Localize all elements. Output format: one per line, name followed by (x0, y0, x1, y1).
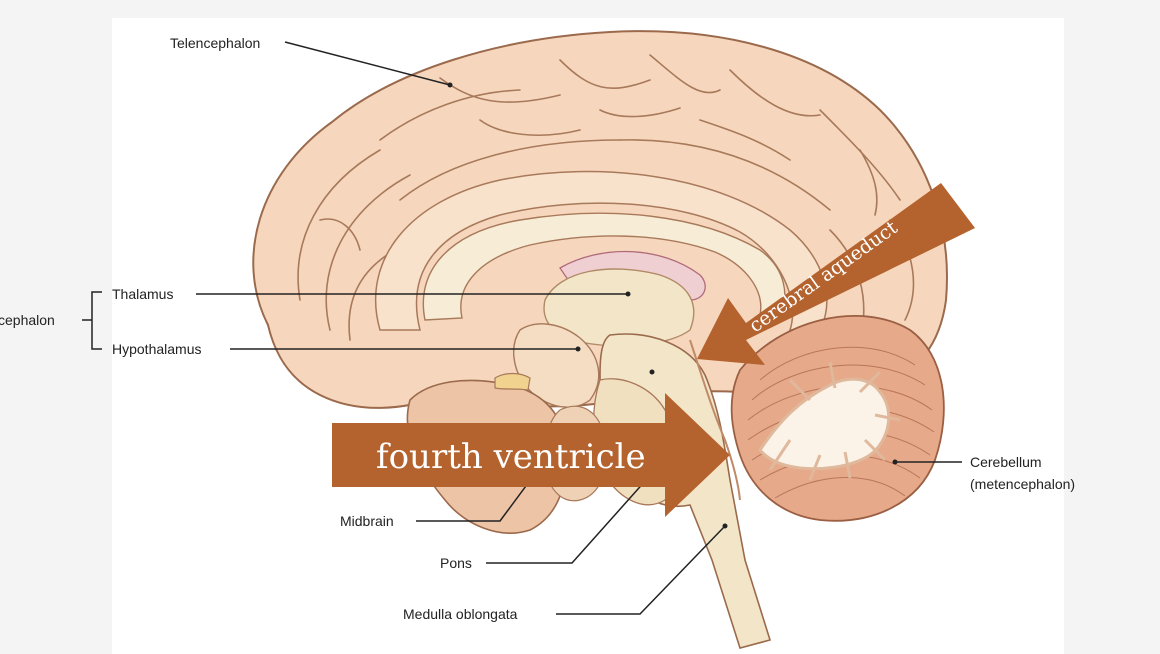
optic-chiasm (494, 372, 531, 391)
fourth-ventricle-arrow-shape (332, 393, 730, 517)
leader-lines (82, 41, 962, 615)
fourth-ventricle-label: fourth ventricle (376, 437, 646, 477)
label-cerebellum: Cerebellum (970, 454, 1042, 470)
label-hypothalamus: Hypothalamus (112, 341, 202, 357)
arbor-vitae (758, 361, 901, 481)
aqueduct-channel (689, 339, 741, 501)
medulla-leader (556, 525, 726, 615)
label-pons: Pons (440, 555, 472, 571)
diencephalon-bracket (82, 291, 102, 350)
label-diencephalon: cephalon (0, 312, 55, 328)
pons-leader (486, 469, 656, 564)
cerebral-aqueduct-arrow-shape (697, 183, 975, 365)
telencephalon-leader (284, 41, 451, 86)
label-midbrain: Midbrain (340, 513, 394, 529)
label-thalamus: Thalamus (112, 286, 173, 302)
label-metencephalon: (metencephalon) (970, 476, 1075, 492)
leader-dots (447, 82, 898, 529)
fourth-ventricle-arrow: fourth ventricle (332, 393, 730, 517)
label-telencephalon: Telencephalon (170, 35, 260, 51)
label-medulla: Medulla oblongata (403, 606, 518, 622)
